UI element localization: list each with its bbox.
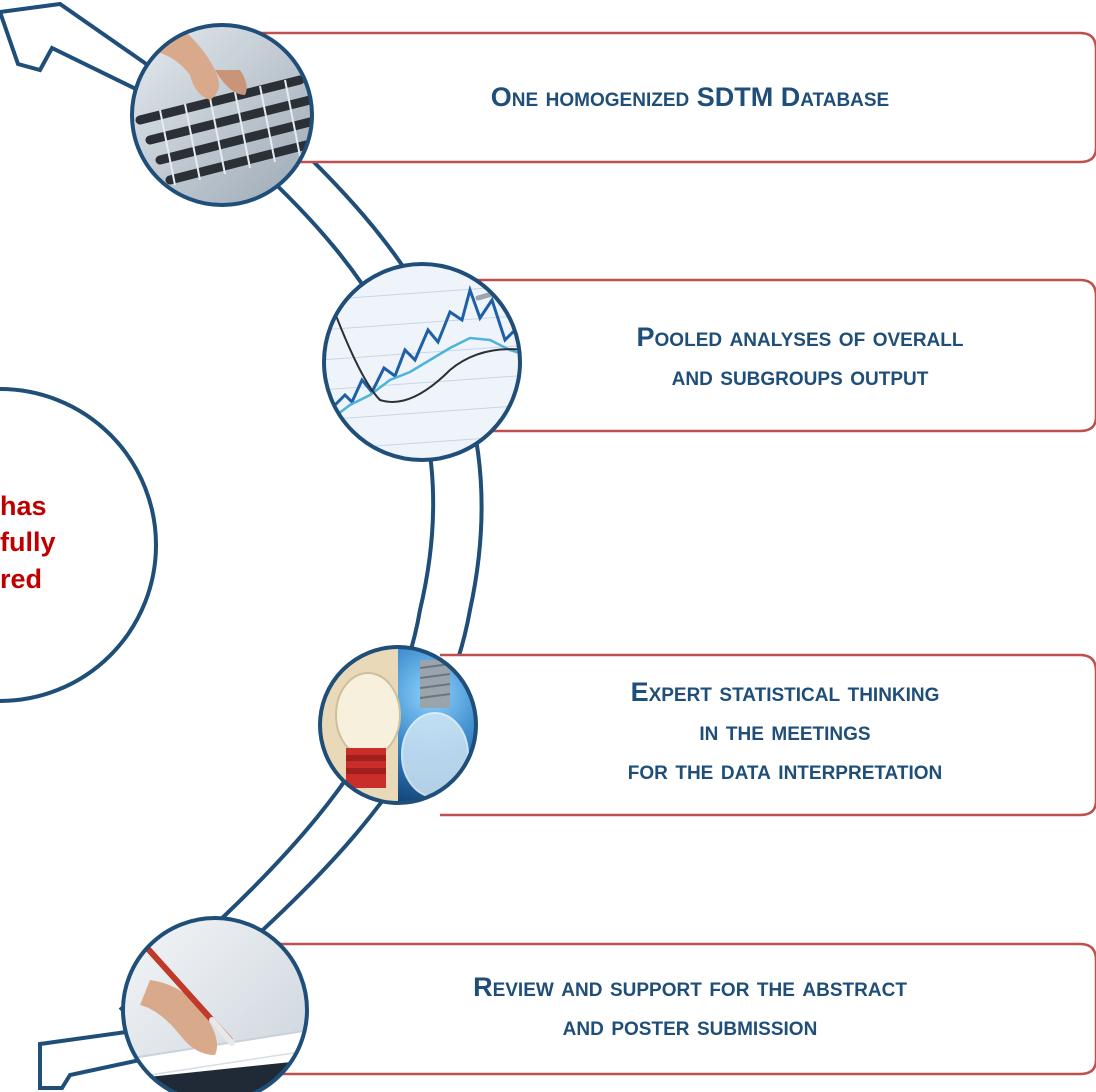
step-4-line-1: Review and support for the abstract <box>473 972 907 1002</box>
arc-band-inner <box>118 158 436 1012</box>
step-4-text: Review and support for the abstract and … <box>300 968 1080 1046</box>
light-bulbs-photo-icon <box>318 645 478 805</box>
step-1-text: One homogenized SDTM Database <box>300 78 1080 117</box>
step-box-4 <box>260 942 1096 1076</box>
step-4-line-2: and poster submission <box>562 1011 818 1042</box>
step-1-line-1: One homogenized SDTM Database <box>490 82 890 112</box>
step-2-line-2: and subgroups output <box>671 361 929 392</box>
step-2-text: Pooled analyses of overall and subgroups… <box>520 318 1080 396</box>
step-box-1 <box>260 31 1096 164</box>
step-box-3 <box>440 653 1096 817</box>
center-label: has fully red <box>0 488 130 597</box>
step-2-line-1: Pooled analyses of overall <box>636 322 964 352</box>
keyboard-photo-icon <box>130 23 314 207</box>
arc-band-outer <box>148 118 484 1032</box>
step-3-line-2: in the meetings <box>699 716 871 747</box>
center-label-line-3: red <box>0 563 43 594</box>
center-label-line-2: fully <box>0 527 56 558</box>
step-box-2 <box>470 278 1096 433</box>
center-circle <box>0 387 158 703</box>
top-bracket-tab <box>0 1 155 93</box>
step-3-line-3: for the data interpretation <box>627 755 943 786</box>
step-3-line-1: Expert statistical thinking <box>630 677 940 707</box>
writing-hand-photo-icon <box>121 916 309 1092</box>
center-label-line-1: has <box>0 491 47 521</box>
bottom-bracket-tab <box>38 1029 143 1090</box>
step-3-text: Expert statistical thinking in the meeti… <box>490 673 1080 790</box>
